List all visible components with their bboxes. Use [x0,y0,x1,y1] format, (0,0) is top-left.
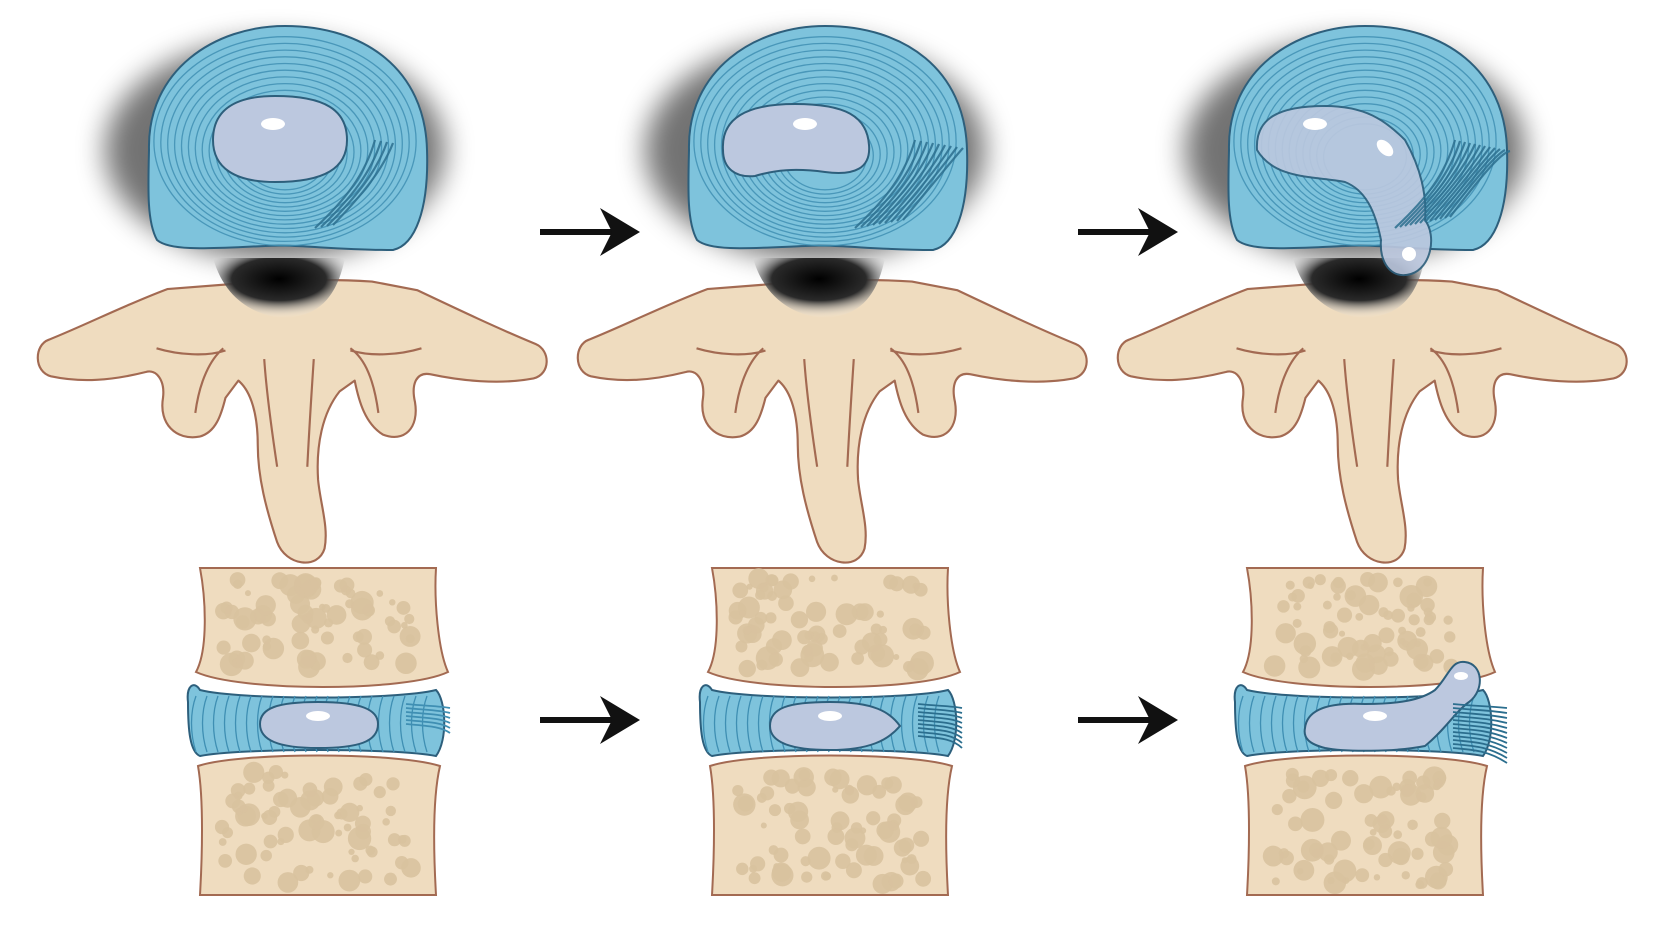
annulus-lamella [1292,695,1299,753]
trabecular-bone-pattern [214,572,421,893]
axial-herniation [1116,24,1628,564]
annulus-lamella [707,49,943,238]
annulus-lamella [1259,695,1266,753]
annulus-lamella [702,695,709,753]
annulus-lamella [208,89,362,212]
annular-tear-fibres [854,139,964,229]
nucleus-highlight [1303,118,1327,130]
annular-tear-fibres [1394,139,1511,229]
annulus-lamella [735,695,742,753]
annulus-lamella [421,695,428,753]
annulus-lamella [1237,695,1244,753]
stage-arrows [540,208,1178,744]
intervertebral-disc [698,684,963,758]
spinal-canal [213,258,345,318]
annulus-lamella [201,82,369,217]
annulus-lamella [900,695,907,753]
annulus-lamella [212,695,219,753]
annular-tear-fibres [405,703,451,734]
annulus-lamella [724,695,731,753]
annulus-lamella [410,695,417,753]
nucleus-highlight [818,711,842,721]
annulus-lamella [1303,695,1310,753]
annulus-lamella [757,695,764,753]
vertebral-arch [36,278,548,564]
nucleus-pulposus [768,700,902,752]
nucleus-highlight [1363,711,1387,721]
annular-tear-fibres [1452,703,1508,764]
trabecular-bone-pattern [728,568,934,894]
annular-tear-fibres [314,139,395,229]
annulus-lamella [911,695,918,753]
annulus-lamella [1270,695,1277,753]
nucleus-highlight [306,711,330,721]
arrow-right-icon [540,208,640,256]
arrow-right-icon [540,696,640,744]
nucleus-highlight [1402,247,1416,261]
nucleus-pulposus [721,102,871,178]
annulus-lamella [160,42,410,243]
annulus-lamella [256,695,263,753]
intervertebral-disc [186,684,451,758]
spinal-canal [753,258,885,318]
annulus-lamella [933,695,940,753]
axial-normal [36,24,548,564]
annulus-lamella [194,76,376,221]
annulus-lamella [720,62,930,230]
nucleus-pulposus [258,700,380,750]
nucleus-pulposus [211,94,349,184]
annulus-lamella [693,36,957,247]
sagittal-annular-tear [698,567,963,896]
vertebral-arch [576,278,1088,564]
annulus-lamella [746,695,753,753]
intervertebral-disc [1233,660,1508,764]
annulus-lamella [245,695,252,753]
nucleus-highlight [793,118,817,130]
annulus-lamella [234,695,241,753]
nucleus-pulposus [1303,660,1481,752]
annulus-lamella [190,695,197,753]
annulus-lamella [388,695,395,753]
annulus-lamella [1240,42,1490,243]
annulus-lamella [1468,695,1475,753]
annulus-lamella [153,36,417,247]
annulus-lamella [223,695,230,753]
annulus-lamella [700,42,950,243]
nucleus-highlight [261,118,285,130]
vertebral-arch [1116,278,1628,564]
annulus-lamella [1248,695,1255,753]
annulus-lamella [180,62,390,230]
annulus-lamella [922,695,929,753]
axial-views-row [36,24,1628,564]
annulus-lamella [201,695,208,753]
nucleus-highlight [1376,139,1394,157]
axial-annular-tear [576,24,1088,564]
annulus-lamella [173,56,397,234]
annular-tear-fibres [917,703,963,749]
sagittal-normal [186,567,451,896]
annulus-lamella [1247,49,1483,238]
nucleus-highlight [1454,672,1468,680]
annulus-lamella [187,69,383,225]
annulus-lamella [713,56,937,234]
arrow-right-icon [1078,696,1178,744]
annulus-lamella [1233,36,1497,247]
sagittal-herniation [1233,567,1508,896]
spinal-canal [1293,258,1425,318]
annulus-lamella [167,49,403,238]
trabecular-bone-pattern [1262,571,1460,895]
arrow-right-icon [1078,208,1178,256]
annulus-lamella [1281,695,1288,753]
annulus-lamella [399,695,406,753]
annulus-lamella [713,695,720,753]
sagittal-views-row [186,567,1508,896]
